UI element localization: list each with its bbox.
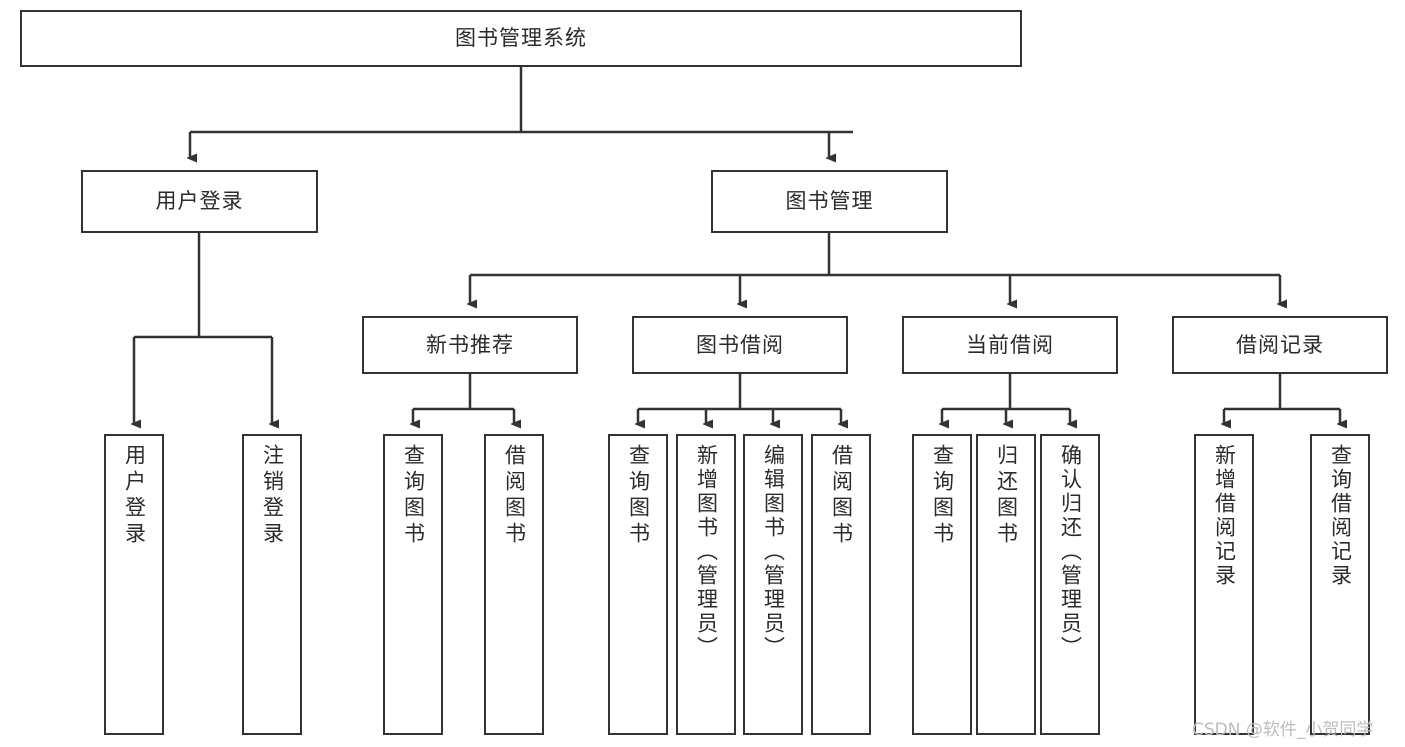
node-label: 图书管理 <box>785 189 874 214</box>
leaf-return-book[interactable]: 归还图书 <box>976 434 1036 735</box>
node-label: 借阅图书 <box>829 444 854 548</box>
node-label: 新增借阅记录 <box>1212 444 1237 588</box>
node-label: 当前借阅 <box>966 332 1054 357</box>
node-label: 借阅图书 <box>502 444 527 548</box>
node-label: 归还图书 <box>994 444 1019 548</box>
csdn-watermark: CSDN @软件_小贺同学 <box>1192 720 1374 740</box>
leaf-borrow-book[interactable]: 借阅图书 <box>811 434 871 735</box>
leaf-add-borrow-record[interactable]: 新增借阅记录 <box>1194 434 1254 735</box>
node-label: 查询借阅记录 <box>1328 444 1353 588</box>
leaf-logout-login[interactable]: 注销登录 <box>242 434 302 735</box>
node-book-management-system[interactable]: 图书管理系统 <box>20 10 1022 67</box>
leaf-add-book[interactable]: 新增图书（管理员） <box>676 434 736 735</box>
node-label: 编辑图书（管理员） <box>761 444 786 660</box>
node-current-borrow[interactable]: 当前借阅 <box>902 316 1118 374</box>
leaf-confirm-return[interactable]: 确认归还（管理员） <box>1040 434 1100 735</box>
leaf-user-login[interactable]: 用户登录 <box>104 434 164 735</box>
node-borrow-record[interactable]: 借阅记录 <box>1172 316 1388 374</box>
leaf-edit-book[interactable]: 编辑图书（管理员） <box>743 434 803 735</box>
node-label: 新增图书（管理员） <box>694 444 719 660</box>
leaf-query-book-current[interactable]: 查询图书 <box>912 434 972 735</box>
node-label: 借阅记录 <box>1236 332 1324 357</box>
node-book-management[interactable]: 图书管理 <box>711 170 948 233</box>
node-label: 查询图书 <box>930 444 955 548</box>
node-book-borrow[interactable]: 图书借阅 <box>632 316 848 374</box>
node-label: 图书借阅 <box>696 332 784 357</box>
node-user-login[interactable]: 用户登录 <box>81 170 318 233</box>
node-label: 查询图书 <box>401 444 426 548</box>
node-label: 新书推荐 <box>426 332 514 357</box>
node-label: 确认归还（管理员） <box>1058 444 1083 660</box>
leaf-query-book-borrow[interactable]: 查询图书 <box>608 434 668 735</box>
leaf-borrow-book-recommend[interactable]: 借阅图书 <box>484 434 544 735</box>
node-label: 用户登录 <box>155 189 244 214</box>
node-label: 注销登录 <box>260 444 285 548</box>
node-label: 图书管理系统 <box>455 26 587 51</box>
node-label: 用户登录 <box>122 444 147 548</box>
node-label: 查询图书 <box>626 444 651 548</box>
node-new-book-recommend[interactable]: 新书推荐 <box>362 316 578 374</box>
leaf-query-borrow-record[interactable]: 查询借阅记录 <box>1310 434 1370 735</box>
leaf-query-book-recommend[interactable]: 查询图书 <box>383 434 443 735</box>
